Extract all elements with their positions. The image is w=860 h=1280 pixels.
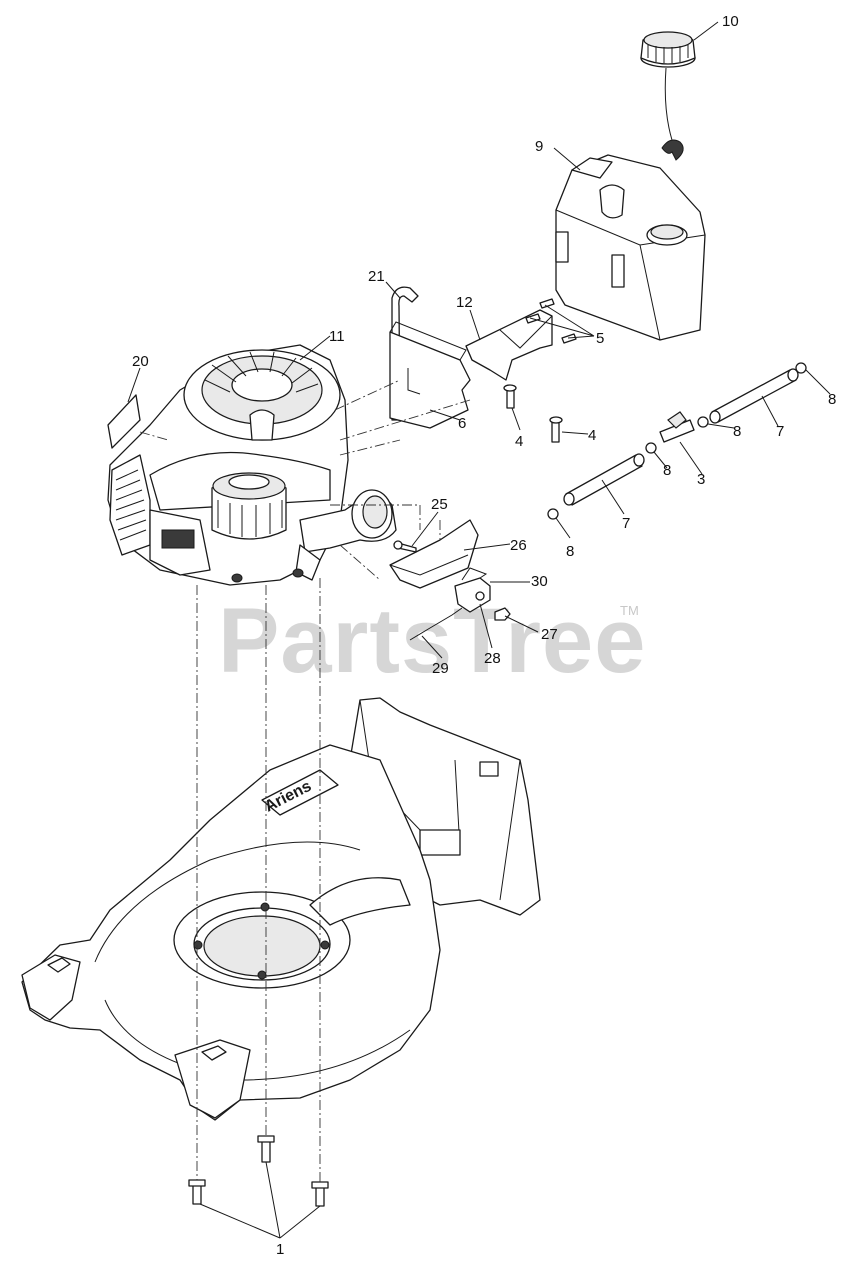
fuel-hose-lower[interactable] xyxy=(563,453,645,506)
engine[interactable] xyxy=(107,344,397,586)
bolt-1-right[interactable] xyxy=(311,1181,329,1207)
callout-4-right: 4 xyxy=(588,427,596,444)
callout-20: 20 xyxy=(132,353,149,370)
callout-3: 3 xyxy=(697,471,705,488)
bolt-1-left[interactable] xyxy=(188,1179,206,1205)
fuel-cap[interactable] xyxy=(640,31,696,161)
callout-labels: 10 9 21 12 5 11 20 8 7 6 4 4 8 3 8 25 26… xyxy=(132,13,836,1258)
watermark-text: PartsTree xyxy=(218,590,646,692)
callout-8-top: 8 xyxy=(828,391,836,408)
mower-deck[interactable]: Ariens xyxy=(21,697,541,1121)
callout-4-left: 4 xyxy=(515,433,523,450)
callout-8-center: 8 xyxy=(663,462,671,479)
callout-5: 5 xyxy=(596,330,604,347)
callout-1: 1 xyxy=(276,1241,284,1258)
callout-26: 26 xyxy=(510,537,527,554)
watermark-tm: TM xyxy=(620,603,639,618)
heat-shield[interactable] xyxy=(389,519,479,589)
throttle-bracket[interactable] xyxy=(454,567,491,613)
callout-29: 29 xyxy=(432,660,449,677)
bolt-1-center[interactable] xyxy=(257,1135,275,1163)
callout-25: 25 xyxy=(431,496,448,513)
callout-21: 21 xyxy=(368,268,385,285)
callout-28: 28 xyxy=(484,650,501,667)
fuel-shutoff-valve[interactable] xyxy=(659,411,695,443)
callout-12: 12 xyxy=(456,294,473,311)
tank-bracket[interactable] xyxy=(465,309,553,381)
callout-9: 9 xyxy=(535,138,543,155)
hose-clamp-8c[interactable] xyxy=(645,442,657,454)
callout-10: 10 xyxy=(722,13,739,30)
callout-7-top: 7 xyxy=(776,423,784,440)
hose-clamp-8b[interactable] xyxy=(697,416,709,428)
bolt-4-left[interactable] xyxy=(503,384,517,409)
fuel-hose-upper[interactable] xyxy=(709,368,799,424)
callout-27: 27 xyxy=(541,626,558,643)
hose-clamp-8d[interactable] xyxy=(547,508,559,520)
decal[interactable] xyxy=(107,394,141,449)
callout-11: 11 xyxy=(329,328,345,345)
fuel-tank[interactable] xyxy=(555,154,706,341)
hose-clamp-8a[interactable] xyxy=(795,362,807,374)
screw-25[interactable] xyxy=(393,540,417,553)
callout-8-bottom: 8 xyxy=(566,543,574,560)
leader-lines xyxy=(127,21,831,1239)
alignment-lines xyxy=(139,379,471,1182)
mounting-bracket[interactable] xyxy=(389,321,471,429)
callout-8-mid: 8 xyxy=(733,423,741,440)
callout-6: 6 xyxy=(458,415,466,432)
spring-29[interactable] xyxy=(409,607,463,641)
callout-7-bottom: 7 xyxy=(622,515,630,532)
bolt-4-right[interactable] xyxy=(549,416,563,443)
callout-30: 30 xyxy=(531,573,548,590)
